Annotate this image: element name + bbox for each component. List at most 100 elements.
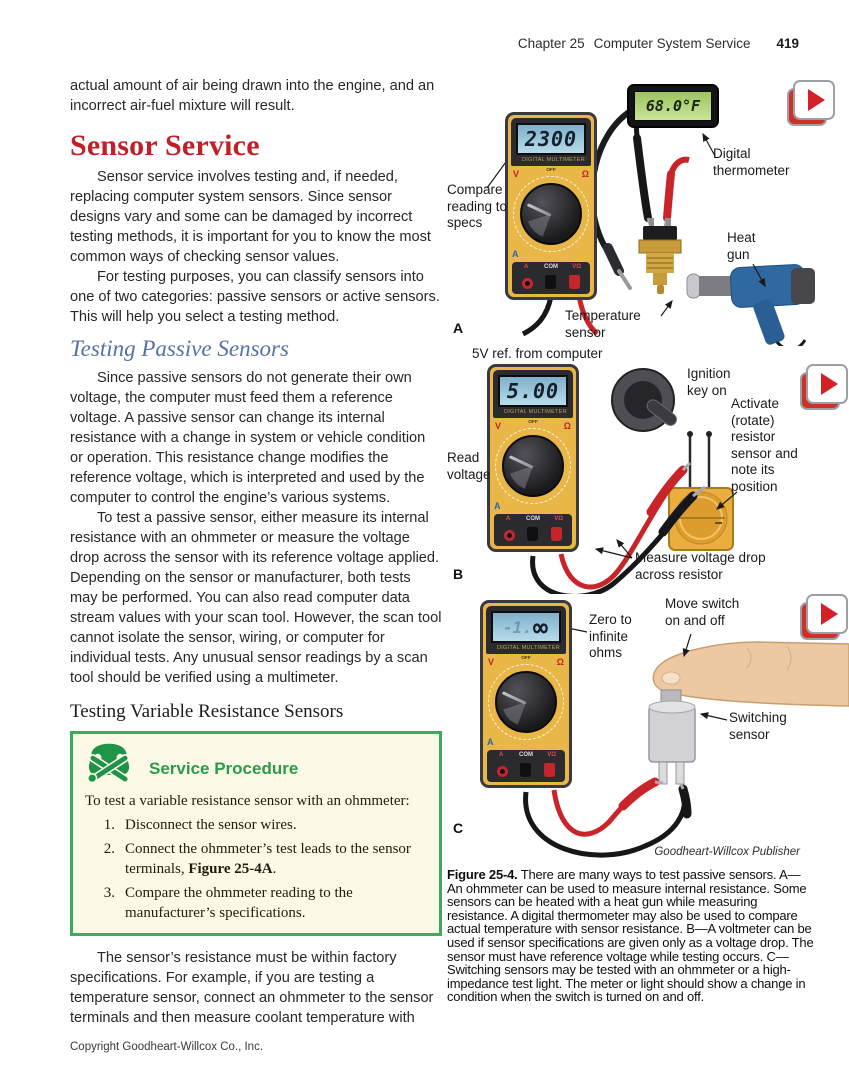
figure-caption: Figure 25-4. There are many ways to test…: [447, 868, 815, 1004]
dial-scale-ring: [513, 176, 589, 252]
label-ignition-key-on: Ignition key on: [687, 366, 731, 398]
dial-off-label: OFF: [521, 655, 531, 661]
left-text-column: actual amount of air being drawn into th…: [70, 76, 442, 1028]
multimeter-dial-zone: V OFF Ω A: [490, 418, 576, 514]
procedure-step: 1. Disconnect the sensor wires.: [85, 815, 429, 835]
service-procedure-title: Service Procedure: [149, 759, 299, 778]
dial-off-label: OFF: [546, 167, 556, 173]
amp-jack: [522, 278, 534, 289]
copyright-line: Copyright Goodheart-Willcox Co., Inc.: [70, 1041, 264, 1053]
figure-letter-b: B: [453, 566, 464, 582]
step-text: Compare the ohmmeter reading to the manu…: [125, 885, 353, 921]
ohms-label: Ω: [556, 657, 564, 667]
figure-25-4-c: -1. ∞ DIGITAL MULTIMETER V OFF Ω A A COM…: [447, 594, 849, 868]
multimeter-lcd: 2300: [516, 123, 586, 155]
play-triangle-icon: [820, 373, 838, 395]
step-text: Disconnect the sensor wires.: [125, 817, 297, 833]
amps-label: A: [512, 249, 519, 259]
label-arrows: [561, 624, 728, 721]
amp-jack: [497, 766, 509, 777]
dial-scale-ring: [488, 664, 564, 740]
page-number: 419: [776, 36, 799, 51]
multimeter-jacks: A COM VΩ: [512, 262, 590, 294]
rotary-dial[interactable]: [495, 671, 557, 733]
label-activate-resistor: Activate (rotate) resistor sensor and no…: [731, 396, 798, 494]
video-play-icon[interactable]: [800, 594, 848, 640]
step-number: 2.: [103, 841, 115, 857]
multimeter-jacks: A COM VΩ: [494, 514, 572, 546]
multimeter-brand-label: DIGITAL MULTIMETER: [521, 157, 585, 163]
step-number: 3.: [103, 885, 115, 901]
paragraph: Sensor service involves testing and, if …: [70, 169, 431, 265]
play-icon-front-card: [793, 80, 835, 120]
black-lead: [521, 295, 554, 337]
procedure-step: 2. Connect the ohmmeter’s test leads to …: [85, 839, 429, 879]
video-play-icon[interactable]: [800, 364, 848, 410]
figure-25-4-a: 2300 DIGITAL MULTIMETER V OFF Ω A A COM …: [447, 78, 849, 346]
finger-pressing-switch: [652, 641, 849, 707]
section-heading-sensor-service: Sensor Service: [70, 129, 260, 162]
chapter-number: Chapter 25: [517, 36, 585, 51]
resistor-sensor: [668, 487, 734, 551]
paragraph: Since passive sensors do not generate th…: [70, 370, 426, 506]
procedure-step: 3. Compare the ohmmeter reading to the m…: [85, 883, 429, 923]
amps-label: A: [487, 737, 494, 747]
multimeter-brand-label: DIGITAL MULTIMETER: [503, 409, 567, 415]
subsection-heading-testing-passive: Testing Passive Sensors: [70, 336, 289, 361]
ignition-key: [611, 368, 677, 432]
label-measure-voltage-drop: Measure voltage drop across resistor: [635, 550, 766, 582]
multimeter-reading: 2300: [524, 127, 578, 151]
multimeter-screen: 2300 DIGITAL MULTIMETER: [511, 118, 591, 166]
amps-label: A: [494, 501, 501, 511]
red-plug: [550, 527, 562, 541]
thermometer-lcd: 68.0°F: [634, 91, 712, 121]
jack-label-a: A: [499, 752, 504, 758]
label-5v-reference: 5V ref. from computer: [472, 346, 603, 361]
publisher-credit: Goodheart-Willcox Publisher: [654, 846, 800, 858]
dial-off-label: OFF: [528, 419, 538, 425]
service-procedure-intro: To test a variable resistance sensor wit…: [85, 793, 410, 809]
intro-paragraph: actual amount of air being drawn into th…: [70, 78, 435, 114]
play-icon-front-card: [806, 364, 848, 404]
digital-thermometer: 68.0°F: [627, 84, 719, 128]
paragraph: The sensor’s resistance must be within f…: [70, 950, 434, 1026]
figure-letter-a: A: [453, 320, 464, 336]
rotary-dial[interactable]: [502, 435, 564, 497]
paragraph: For testing purposes, you can classify s…: [70, 269, 440, 325]
figure-caption-text: There are many ways to test passive sens…: [447, 867, 814, 1005]
jack-label-com: COM: [544, 264, 558, 270]
black-plug: [520, 763, 532, 777]
service-procedure-box: Service Procedure To test a variable res…: [70, 731, 442, 936]
step-text: Connect the ohmmeter’s test leads to the…: [125, 841, 411, 877]
red-plug: [543, 763, 555, 777]
multimeter-jacks: A COM VΩ: [487, 750, 565, 782]
multimeter-dial-zone: V OFF Ω A: [508, 166, 594, 262]
switching-sensor: [648, 689, 696, 785]
label-move-switch: Move switch on and off: [665, 596, 740, 628]
figure-caption-number: Figure 25-4.: [447, 867, 518, 882]
multimeter-dial-zone: V OFF Ω A: [483, 654, 569, 750]
video-play-icon[interactable]: [787, 80, 835, 126]
subsection-heading-testing-variable: Testing Variable Resistance Sensors: [70, 701, 344, 722]
figure-25-4-b: 5.00 DIGITAL MULTIMETER V OFF Ω A A COM …: [447, 346, 849, 594]
label-digital-thermometer: Digital thermometer: [713, 146, 790, 178]
figure-letter-c: C: [453, 820, 464, 836]
play-triangle-icon: [820, 603, 838, 625]
multimeter-screen: 5.00 DIGITAL MULTIMETER: [493, 370, 573, 418]
label-read-voltage: Read voltage: [447, 450, 491, 482]
label-heat-gun: Heat gun: [727, 230, 756, 262]
jack-label-vohm: VΩ: [572, 264, 581, 270]
label-compare-reading: Compare reading to specs: [447, 182, 508, 230]
rotary-dial[interactable]: [520, 183, 582, 245]
heat-gun: [686, 264, 815, 346]
multimeter-reading: ∞: [532, 612, 549, 642]
car-tools-icon: [87, 743, 130, 784]
sensor-terminal-pins: [687, 431, 712, 488]
jack-label-com: COM: [519, 752, 533, 758]
label-temperature-sensor: Temperature sensor: [565, 308, 641, 340]
volts-label: V: [488, 657, 495, 667]
lcd-ghost-segments: -1.: [503, 617, 532, 637]
chapter-title: Computer System Service: [593, 36, 751, 51]
amp-jack: [504, 530, 516, 541]
